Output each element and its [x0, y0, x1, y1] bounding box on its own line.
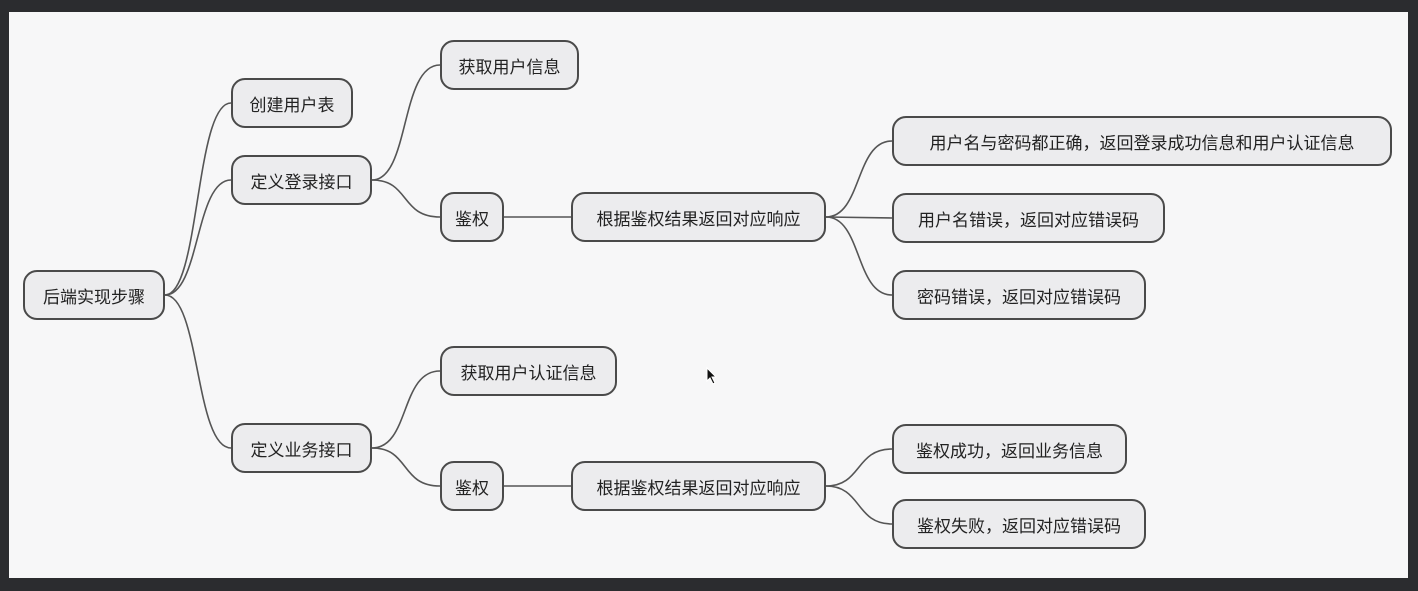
node-business-api[interactable]: 定义业务接口	[231, 423, 372, 473]
node-get-user-info[interactable]: 获取用户信息	[440, 40, 579, 90]
link-root-create	[164, 102, 232, 296]
link-respond-outcome-2	[825, 216, 893, 219]
link-root-login	[164, 179, 232, 296]
link-root-business	[164, 294, 232, 449]
node-business-outcome-fail[interactable]: 鉴权失败，返回对应错误码	[892, 499, 1146, 549]
link-business-getinfo	[371, 370, 441, 449]
node-login-auth[interactable]: 鉴权	[440, 192, 504, 242]
link-respond2-outcome-1	[825, 448, 893, 487]
link-login-auth	[371, 179, 441, 218]
link-login-getinfo	[371, 64, 441, 181]
link-respond-outcome-1	[825, 140, 893, 218]
node-login-outcome-password-error[interactable]: 密码错误，返回对应错误码	[892, 270, 1146, 320]
node-business-outcome-success[interactable]: 鉴权成功，返回业务信息	[892, 424, 1127, 474]
mouse-cursor-icon	[706, 367, 718, 385]
node-login-api[interactable]: 定义登录接口	[231, 155, 372, 205]
node-login-respond[interactable]: 根据鉴权结果返回对应响应	[571, 192, 826, 242]
link-respond-outcome-3	[825, 216, 893, 296]
node-get-auth-info[interactable]: 获取用户认证信息	[440, 346, 617, 396]
link-respond2-outcome-2	[825, 485, 893, 525]
node-root[interactable]: 后端实现步骤	[23, 270, 165, 320]
link-business-auth	[371, 447, 441, 487]
node-login-outcome-username-error[interactable]: 用户名错误，返回对应错误码	[892, 193, 1165, 243]
node-business-auth[interactable]: 鉴权	[440, 461, 504, 511]
node-login-outcome-success[interactable]: 用户名与密码都正确，返回登录成功信息和用户认证信息	[892, 116, 1392, 166]
node-create-table[interactable]: 创建用户表	[231, 78, 353, 128]
node-business-respond[interactable]: 根据鉴权结果返回对应响应	[571, 461, 826, 511]
